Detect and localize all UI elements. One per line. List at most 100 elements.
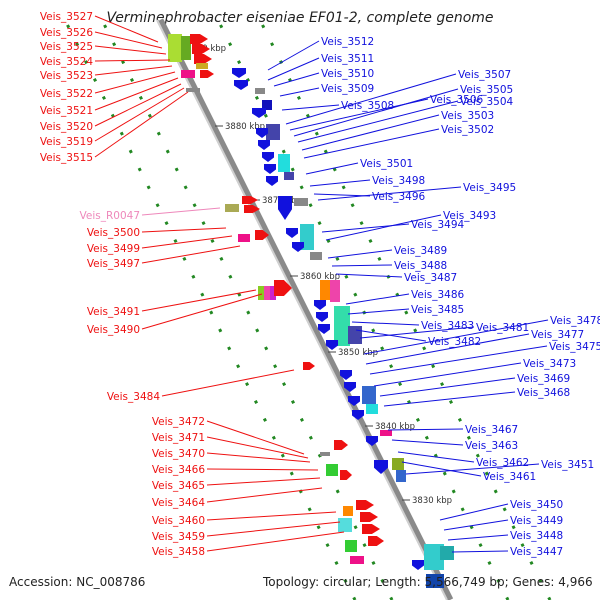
gene-label-left: Veis_3497 (87, 258, 140, 270)
leader-line (317, 186, 462, 201)
gene-arrow (374, 460, 388, 474)
gene-block (262, 100, 272, 110)
gene-label-right: Veis_3486 (411, 289, 465, 301)
gene-label-left: Veis_R0047 (80, 210, 140, 222)
gene-arrow (200, 70, 214, 78)
gene-label-left: Veis_3526 (40, 27, 94, 39)
tick-label: 3840 kbp (375, 422, 415, 432)
gene-label-right: Veis_3478 (550, 315, 600, 327)
gene-label-right: Veis_3498 (372, 175, 425, 187)
gene-arrow (262, 152, 274, 162)
gene-arrow (192, 44, 210, 54)
gene-block (186, 88, 200, 92)
leader-line (347, 308, 410, 315)
leader-line (379, 377, 516, 397)
tick-label: 3880 kbp (225, 122, 265, 132)
gene-arrow (318, 324, 330, 334)
leader-line (439, 503, 509, 521)
leader-line (273, 72, 320, 87)
leader-line (141, 227, 227, 233)
leader-line (373, 362, 522, 387)
gene-label-right: Veis_3449 (510, 515, 563, 527)
leader-line (94, 87, 185, 142)
leader-line (447, 534, 509, 541)
leader-line (94, 91, 189, 158)
gene-label-left: Veis_3524 (40, 56, 94, 68)
leader-line (365, 333, 530, 365)
gene-block (270, 286, 276, 300)
leader-line (161, 369, 295, 397)
leader-line (206, 452, 311, 463)
gene-arrow (292, 242, 304, 252)
gene-block (238, 234, 250, 242)
leader-line (325, 214, 442, 241)
gene-label-right: Veis_3447 (510, 546, 563, 558)
gene-label-right: Veis_3502 (441, 124, 494, 136)
gene-block (284, 172, 294, 180)
gene-block (266, 124, 280, 140)
leader-line (345, 293, 410, 305)
gene-label-right: Veis_3477 (531, 329, 584, 341)
gene-block (278, 154, 290, 172)
gene-arrow (366, 436, 378, 446)
label-leaders (94, 15, 549, 553)
leader-line (309, 179, 371, 187)
leader-line (94, 59, 171, 62)
gene-label-left: Veis_3500 (87, 227, 140, 239)
tick-label: 3830 kbp (412, 496, 452, 506)
gene-block (392, 458, 404, 470)
gene-block (225, 204, 239, 212)
leader-line (351, 321, 420, 326)
gene-label-left: Veis_3522 (40, 88, 93, 100)
leader-line (94, 83, 182, 127)
gene-label-right: Veis_3462 (476, 457, 529, 469)
gene-label-left: Veis_3525 (40, 41, 93, 53)
gene-arrow (234, 80, 248, 90)
leader-line (387, 428, 464, 431)
leader-line (359, 326, 475, 339)
leader-line (335, 273, 403, 278)
gene-block (255, 88, 265, 94)
gene-label-right: Veis_3504 (460, 96, 514, 108)
gene-arrow (258, 140, 270, 150)
diagram-title: Verminephrobacter eiseniae EF01-2, compl… (106, 10, 494, 26)
gene-label-right: Veis_3505 (460, 84, 513, 96)
gene-label-left: Veis_3460 (152, 515, 205, 527)
leader-line (206, 531, 345, 552)
gene-block (350, 556, 364, 564)
leader-line (206, 521, 341, 537)
gene-label-left: Veis_3527 (40, 11, 93, 23)
genome-backbone (156, 18, 454, 600)
gene-arrow (340, 370, 352, 380)
gene-block (396, 470, 406, 482)
gene-label-left: Veis_3523 (40, 70, 93, 82)
gene-arrow (348, 396, 360, 406)
tick-label: 3850 kbp (338, 348, 378, 358)
gene-label-right: Veis_3450 (510, 499, 563, 511)
gene-label-left: Veis_3521 (40, 105, 93, 117)
gene-arrow (362, 524, 380, 534)
gene-block (196, 63, 208, 69)
leader-line (206, 436, 309, 459)
gene-block (294, 198, 308, 206)
leader-line (94, 45, 167, 55)
leader-line (327, 249, 393, 259)
gene-block (380, 430, 392, 436)
gene-label-left: Veis_3466 (152, 464, 206, 476)
gene-block (320, 280, 330, 300)
gene-arrow (316, 312, 328, 322)
gene-arrow (360, 512, 378, 522)
track-guide-4 (261, 24, 552, 600)
gene-arrow (242, 196, 258, 204)
leader-line (267, 40, 320, 71)
gene-label-right: Veis_3461 (483, 471, 536, 483)
genome-stats-text: Topology: circular; Length: 5,566,749 bp… (263, 575, 593, 589)
gene-label-left: Veis_3520 (40, 121, 93, 133)
gene-label-right: Veis_3509 (321, 83, 374, 95)
gene-label-right: Veis_3511 (321, 53, 374, 65)
leader-line (293, 88, 459, 137)
gene-label-right: Veis_3488 (394, 260, 447, 272)
gene-arrow (412, 560, 424, 570)
leader-line (141, 289, 257, 312)
leader-line (305, 162, 359, 175)
